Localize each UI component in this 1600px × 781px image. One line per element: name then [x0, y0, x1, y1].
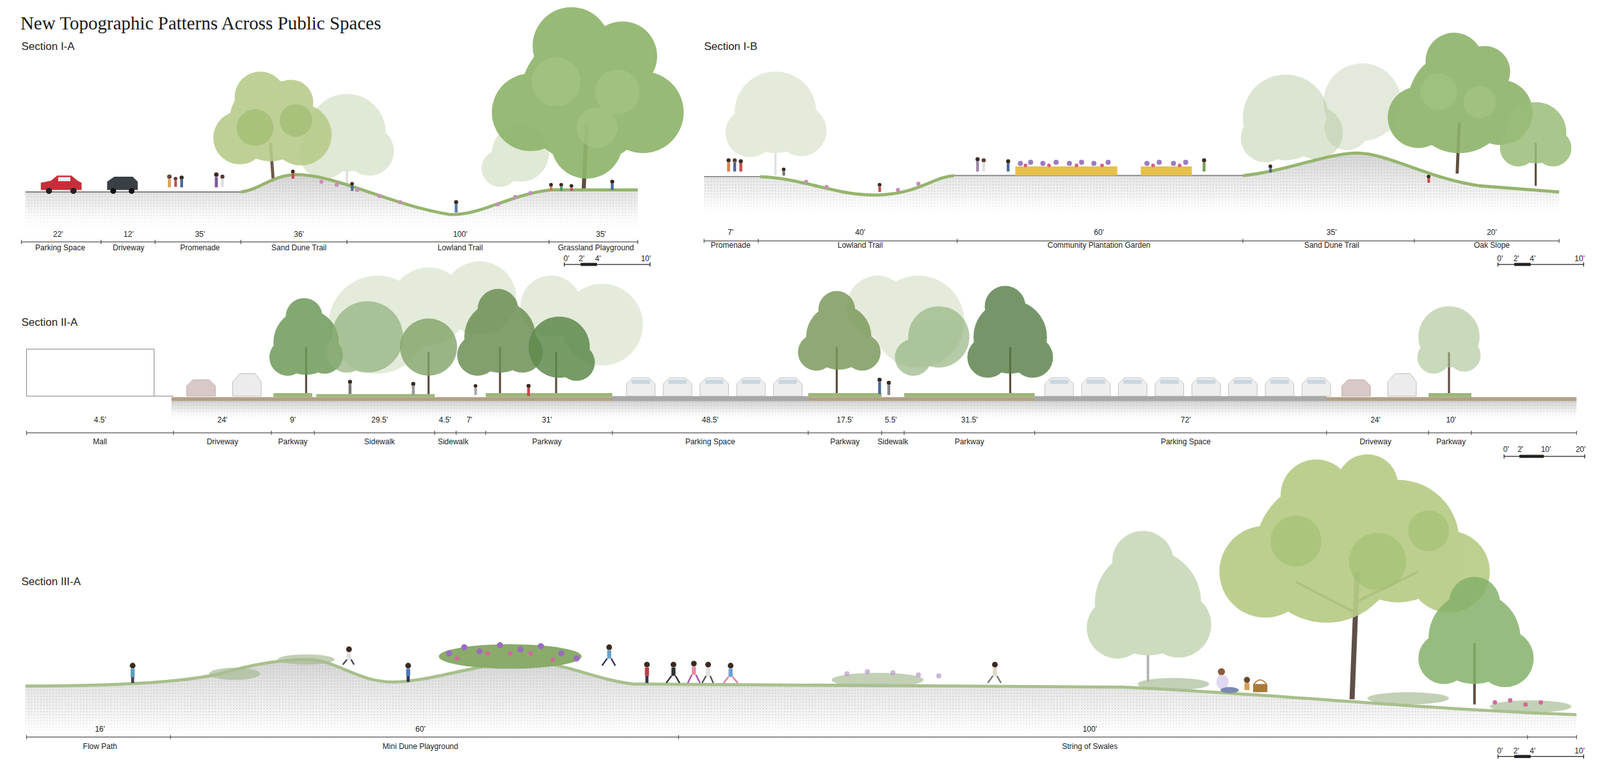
zone-label: Grassland Playground	[558, 243, 635, 253]
zone-label: Parkway	[954, 437, 985, 447]
zone-label: Sidewalk	[437, 437, 469, 447]
zone-label: Lowland Trail	[437, 243, 484, 253]
zone-label: Flow Path	[83, 742, 118, 752]
section-heading: Section III-A	[21, 575, 81, 589]
section-heading: Section I-A	[21, 40, 75, 54]
scale-label: 4'	[1529, 254, 1536, 264]
dimension-label: 12'	[123, 230, 134, 240]
scale-label: 10'	[640, 254, 651, 264]
scale-label: 2'	[1513, 746, 1520, 756]
scale-label: 0'	[1503, 445, 1510, 455]
zone-label: Sidewalk	[877, 437, 909, 447]
zone-label: Sand Dune Trail	[1304, 241, 1360, 251]
dimension-label: 24'	[217, 416, 228, 425]
dimension-label: 40'	[855, 228, 866, 238]
dimension-label: 100'	[453, 230, 468, 240]
scale-label: 2'	[578, 254, 585, 264]
zone-label: Oak Slope	[1473, 241, 1510, 251]
dimension-label: 9'	[289, 416, 296, 425]
section-iii-a-drawing	[20, 454, 1584, 759]
zone-label: Mall	[92, 437, 107, 447]
zone-label: Lowland Trail	[837, 241, 884, 251]
zone-label: Sand Dune Trail	[271, 243, 327, 253]
scale-label: 4'	[1529, 746, 1536, 756]
dimension-label: 10'	[1445, 416, 1456, 425]
zone-label: Sidewalk	[364, 437, 395, 447]
zone-label: Driveway	[206, 437, 239, 447]
scale-label: 20'	[1575, 445, 1586, 455]
dimension-label: 100'	[1082, 725, 1097, 735]
dimension-label: 4.5'	[94, 416, 107, 425]
dimension-label: 60'	[415, 725, 426, 735]
dimension-label: 7'	[727, 228, 734, 238]
dimension-label: 24'	[1370, 416, 1381, 425]
dimension-label: 31'	[542, 416, 553, 425]
zone-label: String of Swales	[1061, 742, 1118, 752]
zone-label: Parkway	[532, 437, 562, 447]
zone-label: Parkway	[1436, 437, 1466, 447]
dimension-label: 72'	[1180, 416, 1192, 425]
zone-label: Mini Dune Playground	[382, 742, 459, 752]
dimension-label: 20'	[1486, 228, 1497, 238]
section-heading: Section I-B	[704, 40, 758, 54]
drawing-title: New Topographic Patterns Across Public S…	[20, 12, 382, 34]
zone-label: Promenade	[711, 241, 751, 251]
dimension-label: 29.5'	[371, 416, 388, 425]
dimension-label: 35'	[1326, 228, 1337, 238]
dimension-label: 35'	[595, 230, 607, 240]
section-i-a-drawing	[20, 7, 684, 267]
section-ii-a-drawing	[26, 261, 1585, 459]
zone-label: Parkway	[830, 437, 860, 447]
scale-label: 10'	[1574, 254, 1585, 264]
dimension-label: 17.5'	[836, 416, 854, 425]
scale-label: 4'	[595, 254, 601, 264]
scale-label: 0'	[1496, 746, 1503, 756]
dimension-label: 4.5'	[439, 416, 452, 425]
scale-label: 10'	[1541, 445, 1552, 455]
zone-label: Parkway	[278, 437, 308, 447]
zone-label: Driveway	[112, 243, 144, 253]
dimension-label: 16'	[94, 725, 105, 735]
dimension-label: 7'	[466, 416, 473, 425]
scale-label: 2'	[1517, 445, 1524, 455]
zone-label: Driveway	[1360, 437, 1392, 447]
scale-label: 10'	[1574, 746, 1585, 756]
scale-label: 0'	[563, 254, 569, 264]
scale-label: 2'	[1513, 254, 1520, 264]
zone-label: Parking Space	[35, 243, 86, 253]
dimension-label: 36'	[293, 230, 304, 240]
dimension-label: 22'	[53, 230, 64, 240]
dimension-label: 60'	[1093, 228, 1104, 238]
dimension-label: 5.5'	[884, 416, 897, 425]
zone-label: Promenade	[179, 243, 220, 253]
dimension-label: 48.5'	[702, 416, 719, 425]
section-i-b-drawing	[700, 32, 1584, 267]
scale-label: 0'	[1496, 254, 1503, 264]
zone-label: Community Plantation Garden	[1047, 241, 1151, 251]
zone-label: Parking Space	[1160, 437, 1211, 447]
dimension-label: 35'	[195, 230, 206, 240]
section-heading: Section II-A	[21, 316, 78, 329]
dimension-label: 31.5'	[961, 416, 978, 425]
zone-label: Parking Space	[685, 437, 736, 447]
